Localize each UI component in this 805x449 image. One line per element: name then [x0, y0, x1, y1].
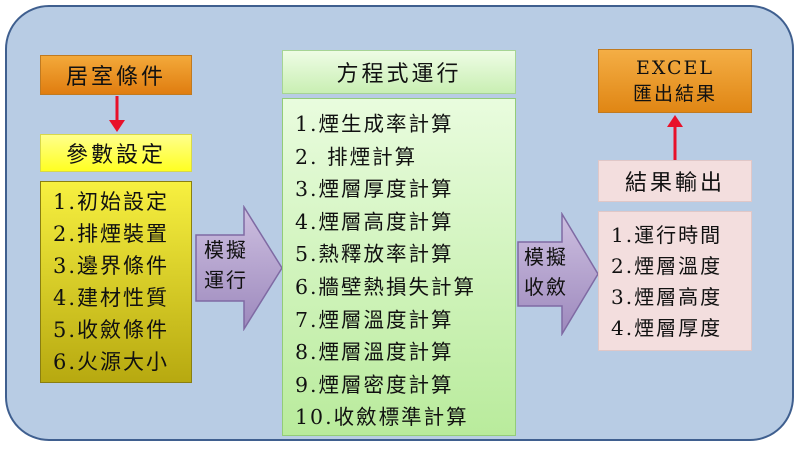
equation-step-item: 6.牆壁熱損失計算 [295, 274, 477, 299]
simulate-label-line2: 運行 [204, 268, 248, 292]
excel-export-box: EXCEL 匯出結果 [598, 49, 752, 113]
parameter-setting-box: 參數設定 [40, 134, 192, 172]
room-condition-box: 居室條件 [40, 55, 192, 95]
parameter-item: 6.火源大小 [53, 350, 170, 374]
equation-run-label: 方程式運行 [336, 62, 462, 87]
equation-step-item: 10.收斂標準計算 [295, 405, 469, 430]
parameter-item: 3.邊界條件 [53, 254, 170, 278]
parameter-list: 1.初始設定 2.排煙裝置 3.邊界條件 4.建材性質 5.收斂條件 6.火源大… [40, 181, 192, 383]
equation-step-item: 2. 排煙計算 [295, 144, 418, 169]
parameter-item: 5.收斂條件 [53, 318, 170, 342]
up-arrow-icon [667, 115, 683, 160]
parameter-setting-label: 參數設定 [65, 143, 166, 168]
equation-step-item: 8.煙層溫度計算 [295, 340, 454, 365]
converge-label-line2: 收斂 [524, 275, 568, 299]
equation-run-box: 方程式運行 [282, 50, 516, 94]
equation-step-item: 9.煙層密度計算 [295, 372, 454, 397]
result-output-item: 4.煙層厚度 [611, 316, 723, 340]
equation-step-item: 7.煙層溫度計算 [295, 307, 454, 332]
equation-step-item: 5.熱釋放率計算 [295, 242, 454, 267]
equation-step-item: 1.煙生成率計算 [295, 112, 454, 136]
equation-step-item: 4.煙層高度計算 [295, 209, 454, 234]
simulate-converge-arrow-icon [517, 212, 599, 336]
equation-step-item: 3.煙層厚度計算 [295, 177, 454, 202]
parameter-item: 4.建材性質 [53, 286, 170, 310]
result-output-list: 1.運行時間 2.煙層溫度 3.煙層高度 4.煙層厚度 [598, 211, 752, 351]
excel-label: EXCEL [635, 57, 715, 79]
result-output-box: 結果輸出 [598, 160, 752, 202]
result-output-label: 結果輸出 [624, 171, 725, 196]
room-condition-label: 居室條件 [65, 65, 166, 90]
result-output-item: 3.煙層高度 [611, 285, 723, 309]
down-arrow-icon [109, 96, 125, 132]
parameter-item: 2.排煙裝置 [53, 222, 170, 246]
result-output-item: 1.運行時間 [611, 223, 723, 247]
simulate-run-arrow-icon [195, 205, 283, 331]
result-output-item: 2.煙層溫度 [611, 254, 723, 278]
parameter-item: 1.初始設定 [53, 190, 170, 214]
equation-step-list: 1.煙生成率計算 2. 排煙計算 3.煙層厚度計算 4.煙層高度計算 5.熱釋放… [282, 98, 516, 436]
converge-label-line1: 模擬 [524, 245, 568, 269]
export-result-label: 匯出結果 [632, 83, 717, 105]
simulate-label-line1: 模擬 [204, 238, 248, 262]
